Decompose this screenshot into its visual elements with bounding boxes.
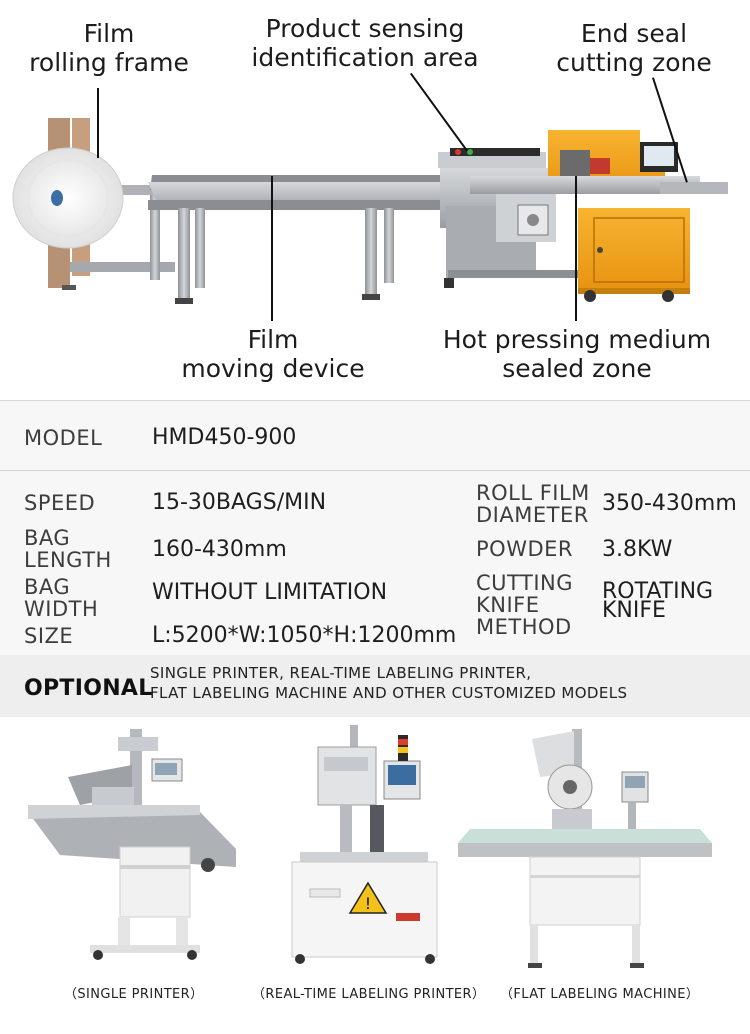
- label-line: BAG: [24, 526, 71, 550]
- real-time-labeling-printer-machine: !: [291, 725, 438, 964]
- label-line: DIAMETER: [476, 503, 589, 528]
- packing-machine-body: [438, 130, 728, 302]
- callout-line: Film: [247, 325, 299, 354]
- powder-label: POWDER: [476, 537, 573, 561]
- callout-line: rolling frame: [29, 47, 189, 77]
- label-line: CUTTING: [476, 571, 573, 595]
- callout-line: Hot pressing medium: [442, 325, 712, 354]
- speed-label: SPEED: [24, 491, 96, 515]
- model-value: HMD450-900: [152, 425, 297, 450]
- callout-line: moving device: [181, 353, 365, 383]
- optional-line: SINGLE PRINTER, REAL-TIME LABELING PRINT…: [150, 664, 532, 682]
- cutting-method-label: CUTTING KNIFE METHOD: [476, 572, 573, 638]
- value-line: KNIFE: [602, 598, 666, 624]
- size-value: L:5200*W:1050*H:1200mm: [152, 623, 457, 648]
- bag-length-value: 160-430mm: [152, 537, 287, 562]
- optional-line: FLAT LABELING MACHINE AND OTHER CUSTOMIZ…: [150, 683, 628, 702]
- label-line: WIDTH: [24, 597, 99, 622]
- model-row: MODEL HMD450-900: [0, 401, 750, 471]
- caption-single-printer: （SINGLE PRINTER）: [64, 987, 204, 1002]
- label-line: KNIFE: [476, 593, 540, 618]
- callout-hot-pressing: Hot pressing medium sealed zone: [432, 325, 722, 384]
- machines-illustration: !: [28, 725, 712, 968]
- size-label: SIZE: [24, 624, 74, 648]
- callout-product-sensing: Product sensing identification area: [246, 14, 484, 73]
- optional-band: OPTIONAL SINGLE PRINTER, REAL-TIME LABEL…: [0, 655, 750, 717]
- speed-value: 15-30BAGS/MIN: [152, 490, 327, 515]
- bag-width-label: BAG WIDTH: [24, 576, 98, 620]
- label-line: LENGTH: [24, 548, 112, 573]
- svg-text:!: !: [365, 894, 371, 913]
- packaging-machine-illustration: [12, 118, 728, 304]
- roll-film-value: 350-430mm: [602, 491, 737, 516]
- callout-line: Product sensing: [265, 14, 465, 43]
- callout-line: cutting zone: [556, 47, 712, 77]
- caption-flat-labeling-machine: （FLAT LABELING MACHINE）: [500, 987, 700, 1002]
- flat-labeling-machine: [458, 729, 712, 968]
- cutting-method-value: ROTATING KNIFE: [602, 579, 714, 624]
- film-moving-device: [148, 175, 470, 304]
- single-printer-machine: [28, 729, 236, 960]
- callout-line: sealed zone: [502, 353, 652, 383]
- callout-film-moving: Film moving device: [170, 325, 376, 384]
- optional-machines-gallery: ! （SINGLE PRINTER） （REAL-TIME L: [0, 717, 750, 1034]
- roll-film-label: ROLL FILM DIAMETER: [476, 482, 590, 526]
- leader-line: [271, 176, 273, 321]
- warning-icon: [348, 881, 388, 914]
- callout-end-seal: End seal cutting zone: [556, 19, 712, 78]
- optional-description: SINGLE PRINTER, REAL-TIME LABELING PRINT…: [150, 664, 627, 704]
- callout-film-rolling-frame: Film rolling frame: [24, 19, 194, 78]
- label-line: ROLL FILM: [476, 481, 590, 505]
- label-line: BAG: [24, 575, 71, 599]
- value-line: ROTATING: [602, 579, 714, 604]
- film-rolling-frame: [12, 118, 175, 290]
- callout-line: identification area: [251, 42, 479, 72]
- powder-value: 3.8KW: [602, 537, 673, 562]
- callout-line: Film: [83, 19, 135, 48]
- leader-line: [97, 88, 99, 158]
- bag-width-value: WITHOUT LIMITATION: [152, 580, 388, 605]
- spec-table: MODEL HMD450-900 SPEED 15-30BAGS/MIN BAG…: [0, 400, 750, 655]
- caption-real-time-labeling-printer: （REAL-TIME LABELING PRINTER）: [252, 987, 486, 1002]
- bag-length-label: BAG LENGTH: [24, 527, 112, 571]
- leader-line: [575, 176, 577, 321]
- label-line: METHOD: [476, 615, 572, 640]
- machine-diagram: Film rolling frame Product sensing ident…: [0, 0, 750, 400]
- optional-title: OPTIONAL: [24, 676, 153, 701]
- model-label: MODEL: [24, 426, 103, 450]
- callout-line: End seal: [580, 19, 688, 48]
